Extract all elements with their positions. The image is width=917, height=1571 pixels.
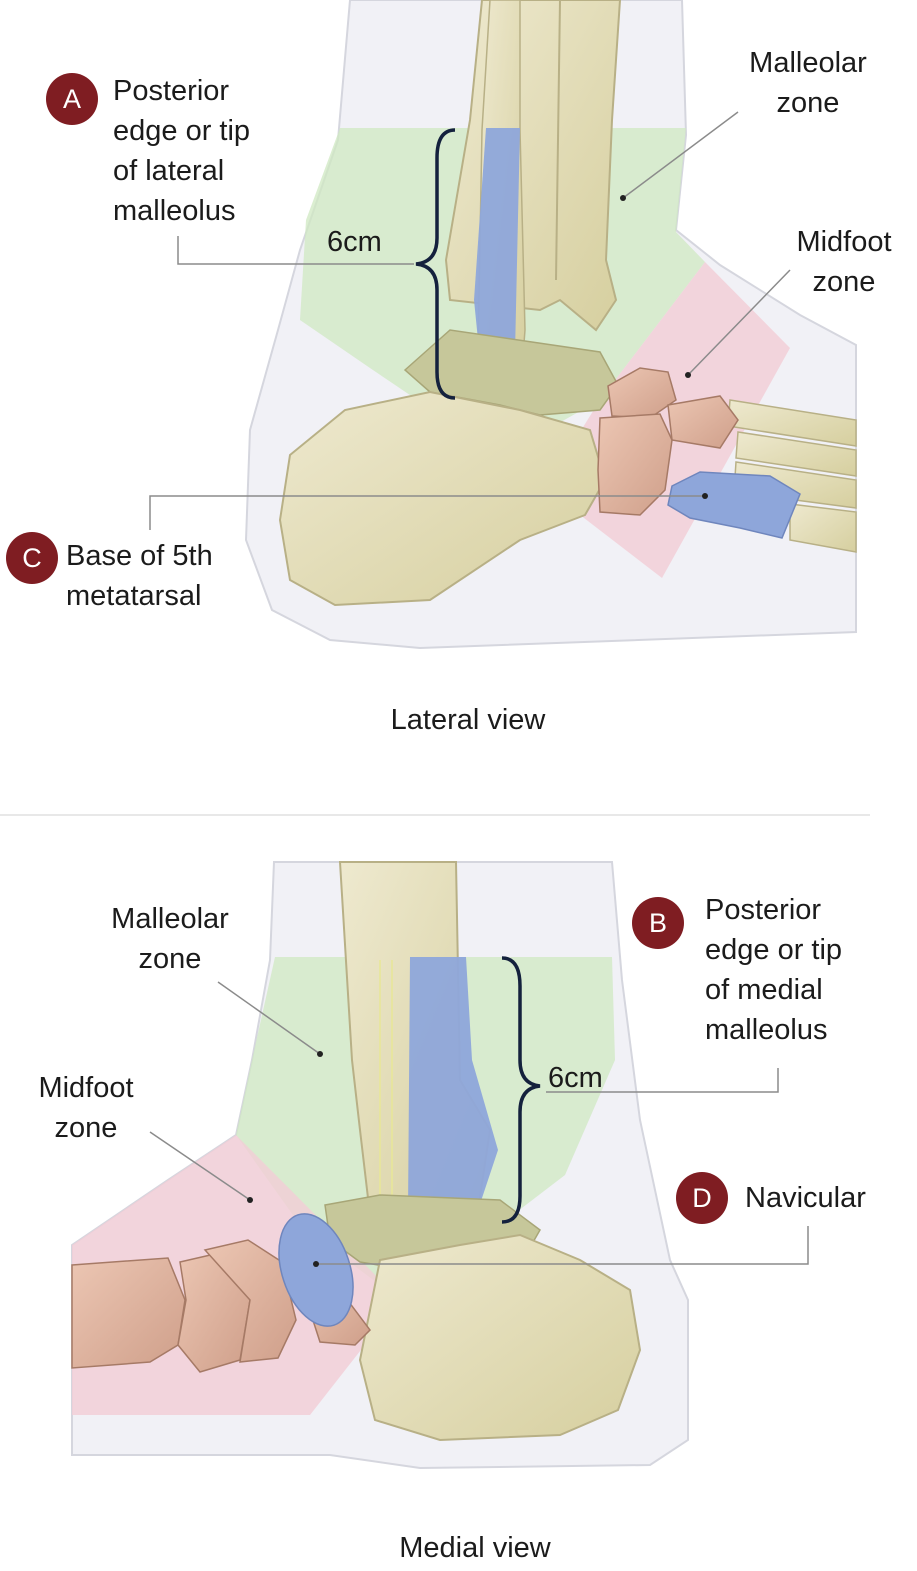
lateral-posterior-strip (474, 128, 520, 398)
caption-medial-view: Medial view (399, 1532, 551, 1564)
lateral-metatarsals (727, 399, 857, 553)
badge-d: D (676, 1172, 728, 1224)
label-lateral-midfoot-zone: Midfoot zone (796, 226, 892, 298)
medial-view-illustration (71, 861, 809, 1470)
lateral-6cm-brace (415, 128, 456, 400)
label-medial-midfoot-zone: Midfoot zone (38, 1072, 134, 1144)
label-point-b: Posterior edge or tip of medial malleolu… (705, 894, 843, 1046)
medial-navicular (278, 1213, 354, 1327)
label-lateral-6cm: 6cm (327, 226, 382, 258)
lateral-view-illustration (149, 0, 857, 650)
medial-6cm-brace (501, 956, 541, 1224)
medial-calcaneus (358, 1233, 642, 1442)
lateral-midfoot-bones (597, 367, 739, 516)
label-point-c: Base of 5th metatarsal (66, 540, 213, 612)
lateral-calcaneus (278, 390, 607, 607)
badge-b: B (632, 897, 684, 949)
lateral-leader-lines (149, 111, 791, 530)
label-point-a: Posterior edge or tip of lateral malleol… (113, 75, 251, 227)
label-medial-malleolar-zone: Malleolar zone (111, 903, 229, 975)
medial-leader-lines (149, 981, 809, 1265)
badge-a: A (46, 73, 98, 125)
label-lateral-malleolar-zone: Malleolar zone (749, 47, 867, 119)
label-point-d: Navicular (745, 1182, 866, 1214)
caption-lateral-view: Lateral view (390, 704, 546, 736)
medial-posterior-strip (408, 957, 498, 1222)
badge-c: C (6, 532, 58, 584)
lateral-5th-metatarsal-base (667, 471, 801, 539)
label-medial-6cm: 6cm (548, 1062, 603, 1094)
